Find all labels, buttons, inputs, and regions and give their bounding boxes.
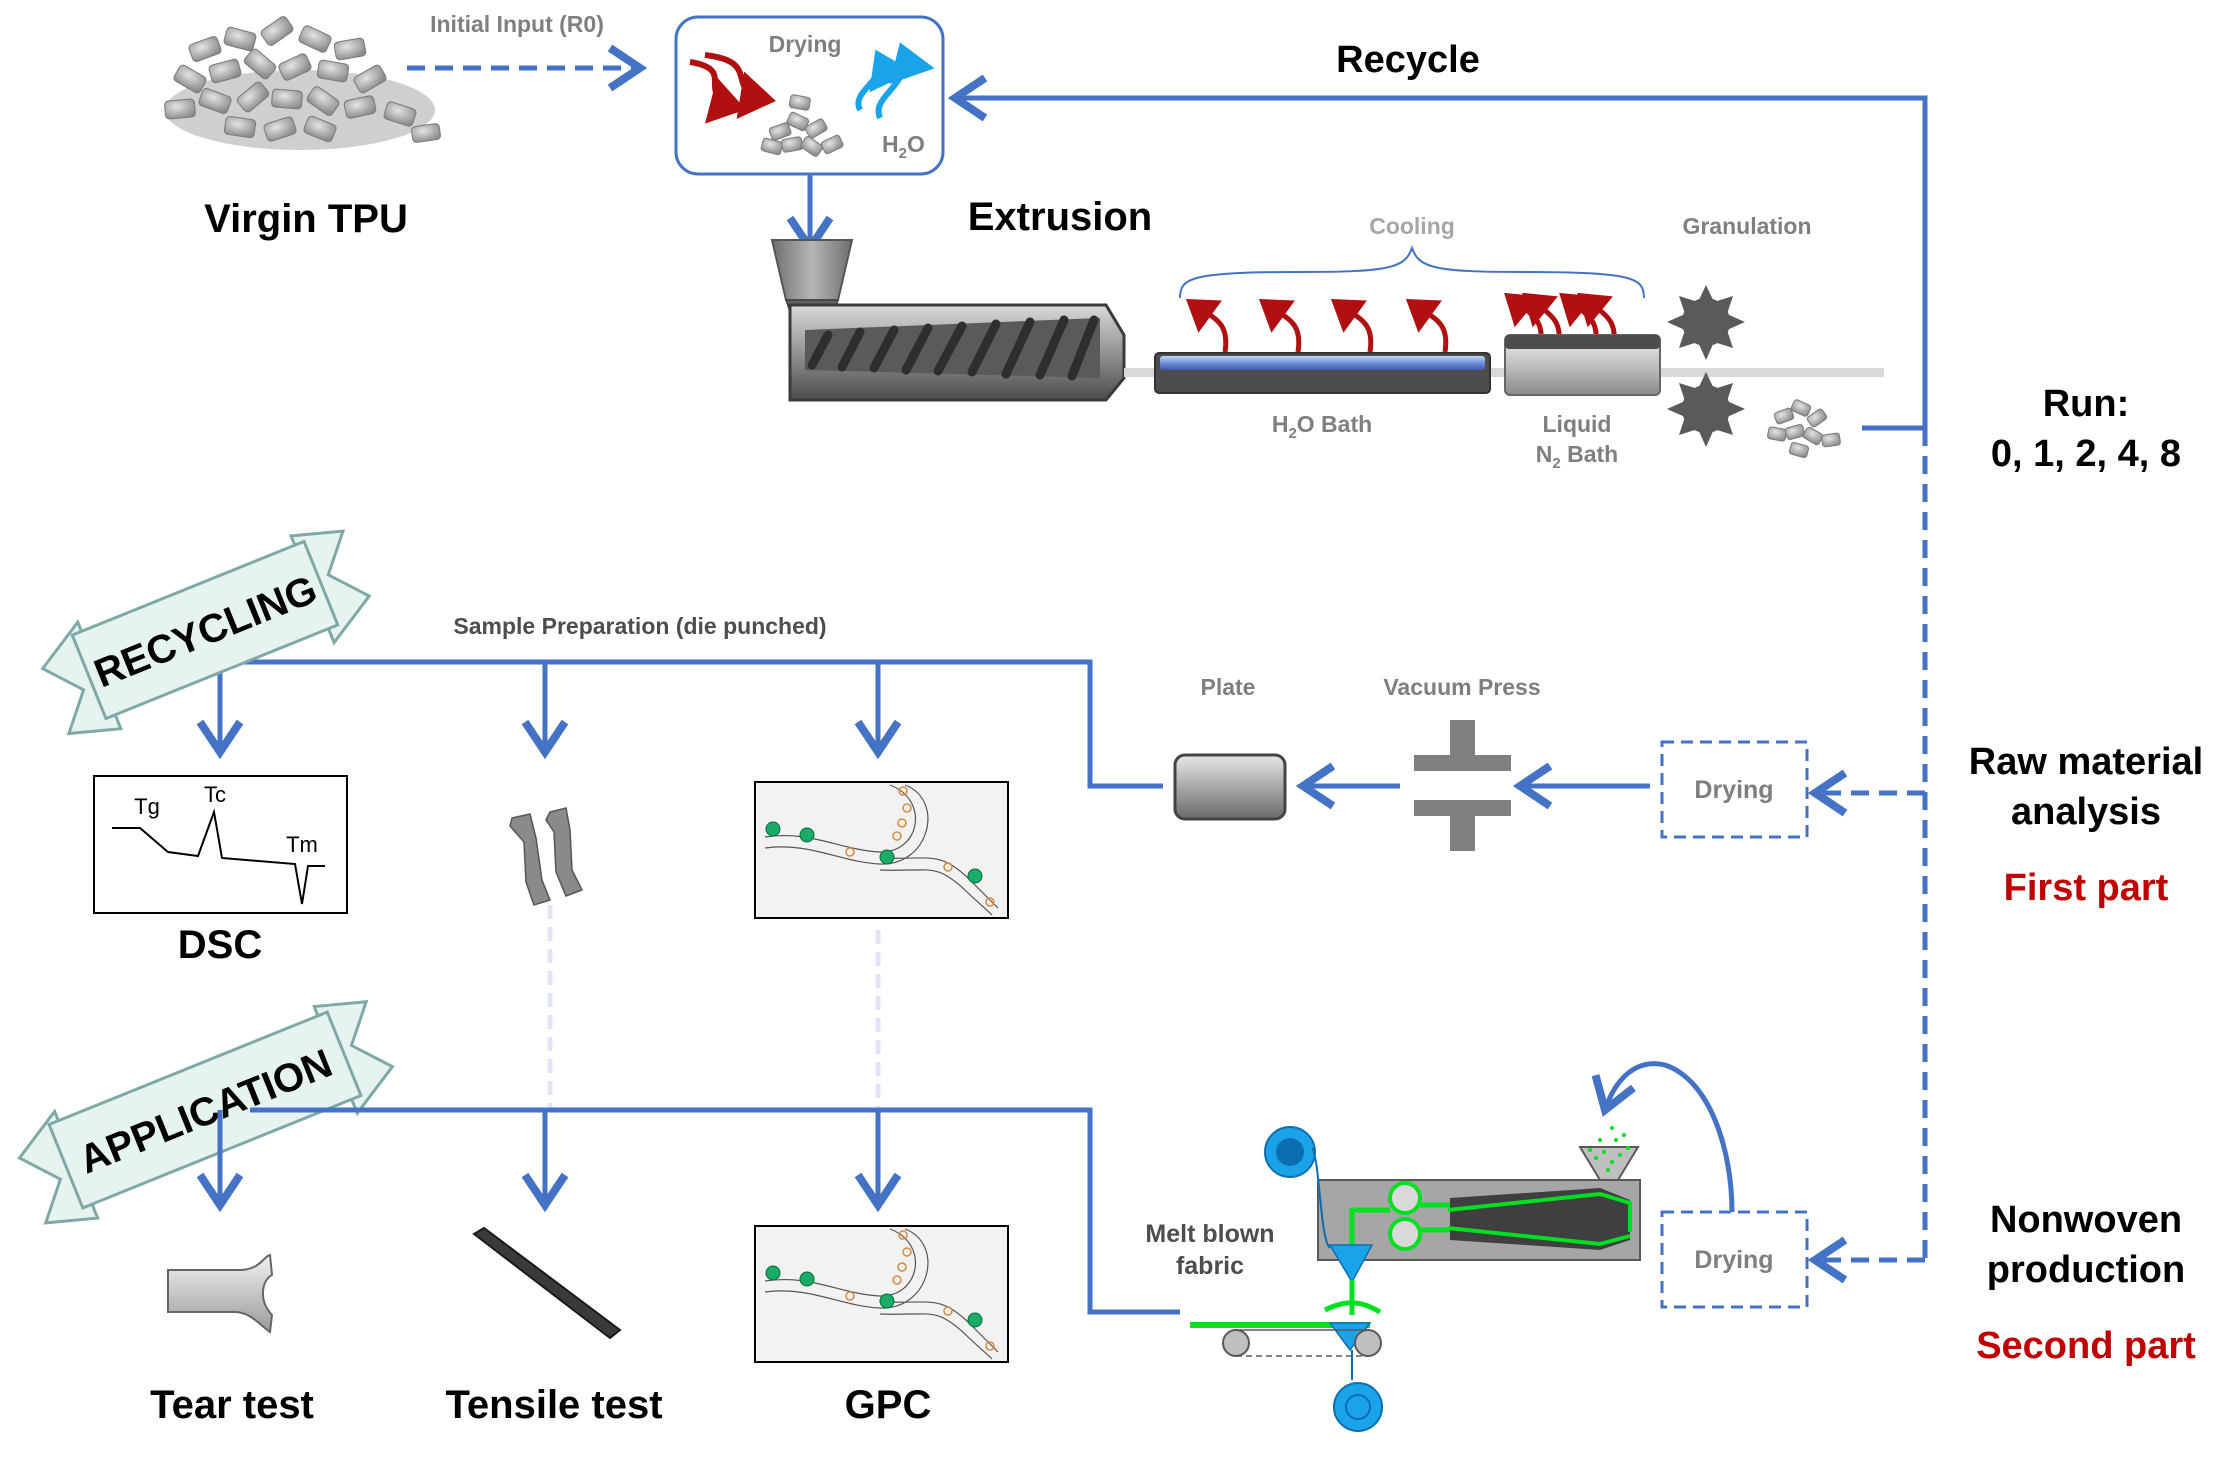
dsc-tc-label: Tc bbox=[204, 782, 226, 807]
granules-icon bbox=[1767, 399, 1841, 458]
raw-material-line1: Raw material bbox=[1969, 741, 2203, 783]
granulator-blades-icon bbox=[1667, 285, 1745, 447]
cooling-brace bbox=[1179, 244, 1645, 299]
pellet-pile-icon bbox=[760, 94, 844, 157]
vapor-arrow-icon bbox=[875, 42, 935, 120]
dog-bone-specimens-icon bbox=[509, 807, 584, 906]
tpu-pellets-icon bbox=[164, 16, 441, 150]
heat-arrow-icon bbox=[689, 59, 746, 124]
tensile-test-label: Tensile test bbox=[445, 1383, 662, 1427]
water-bath-icon bbox=[1154, 352, 1491, 394]
plate-label: Plate bbox=[1201, 674, 1256, 700]
run-title: Run: bbox=[2043, 383, 2130, 425]
heat-arrow-icon bbox=[1258, 299, 1302, 353]
drying-top-label: Drying bbox=[769, 31, 842, 57]
raw-material-line2: analysis bbox=[2011, 791, 2161, 833]
drying-box-mid bbox=[1660, 740, 1809, 839]
dsc-curve-icon bbox=[112, 808, 325, 905]
heat-arrow-icon bbox=[1330, 299, 1374, 353]
sample-prep-label: Sample Preparation (die punched) bbox=[453, 613, 826, 639]
heat-arrow-icon bbox=[1185, 299, 1229, 353]
plate-icon bbox=[1173, 753, 1287, 821]
melt-blown-line2: fabric bbox=[1176, 1252, 1244, 1280]
run-values: 0, 1, 2, 4, 8 bbox=[1991, 433, 2181, 475]
tear-specimen-icon bbox=[167, 1253, 274, 1334]
first-part-label: First part bbox=[2004, 867, 2169, 909]
drying-box-top: Drying H2O bbox=[674, 15, 945, 176]
drying-to-hopper-arrow bbox=[1591, 1061, 1735, 1213]
extrusion-label: Extrusion bbox=[968, 195, 1152, 239]
recycling-distribution-line bbox=[235, 659, 1163, 789]
drying-box-bottom bbox=[1660, 1210, 1809, 1309]
vacuum-press-label: Vacuum Press bbox=[1383, 674, 1540, 700]
virgin-tpu-label: Virgin TPU bbox=[204, 197, 408, 241]
melt-blown-line-icon bbox=[1190, 1126, 1641, 1432]
tear-test-label: Tear test bbox=[150, 1383, 314, 1427]
gpc-top-chart bbox=[754, 781, 1009, 919]
dsc-label: DSC bbox=[178, 923, 262, 967]
liquid-label: Liquid bbox=[1543, 411, 1612, 437]
h2o-label: H2O bbox=[882, 131, 925, 162]
heat-arrow-icon bbox=[1405, 299, 1449, 353]
recycling-banner: RECYCLING bbox=[40, 529, 372, 736]
gpc-label: GPC bbox=[845, 1383, 932, 1427]
second-part-label: Second part bbox=[1976, 1325, 2196, 1367]
vapor-arrow-icon bbox=[855, 49, 913, 112]
n2-bath-label: N2 Bath bbox=[1536, 441, 1618, 472]
tensile-strip-icon bbox=[472, 1226, 622, 1340]
h2o-bath-label: H2O Bath bbox=[1272, 411, 1372, 442]
dsc-tm-label: Tm bbox=[286, 832, 318, 857]
drying-bottom-label: Drying bbox=[1694, 1246, 1773, 1274]
heat-arrow-icon bbox=[704, 52, 776, 119]
recycle-arrow bbox=[947, 74, 1928, 431]
nonwoven-line1: Nonwoven bbox=[1990, 1199, 2182, 1241]
dsc-tg-label: Tg bbox=[134, 794, 160, 819]
initial-input-label: Initial Input (R0) bbox=[430, 11, 604, 37]
granulation-label: Granulation bbox=[1682, 213, 1811, 239]
cooling-label: Cooling bbox=[1369, 213, 1455, 239]
drying-mid-label: Drying bbox=[1694, 776, 1773, 804]
extruder-icon bbox=[770, 239, 1126, 402]
gpc-bottom-chart bbox=[754, 1225, 1009, 1363]
nonwoven-line2: production bbox=[1987, 1249, 2185, 1291]
nitrogen-bath-icon bbox=[1504, 334, 1661, 396]
recycle-label: Recycle bbox=[1336, 39, 1480, 81]
application-distribution-line bbox=[250, 1107, 1180, 1315]
vacuum-press-icon bbox=[1414, 720, 1511, 851]
melt-blown-line1: Melt blown bbox=[1145, 1220, 1274, 1248]
